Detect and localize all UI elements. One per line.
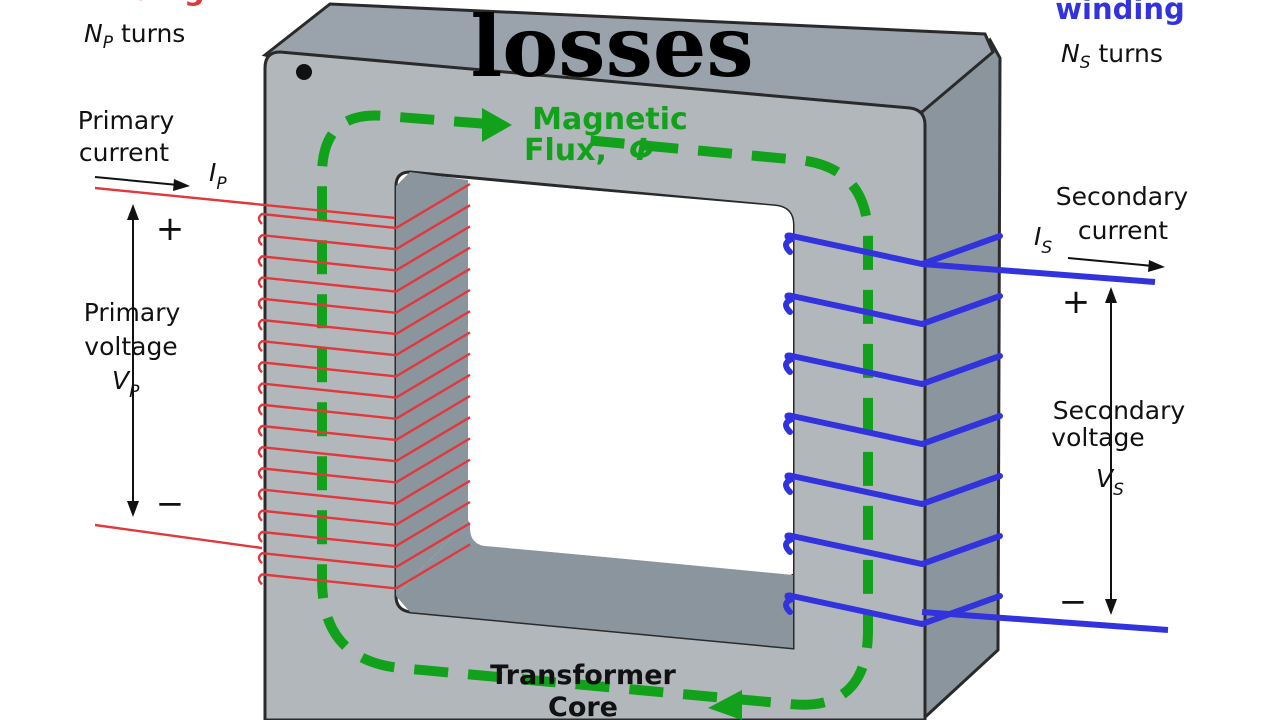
primary-turn — [257, 479, 471, 527]
primary-winding-coil — [257, 182, 471, 590]
secondary-minus-sign: − — [1059, 582, 1088, 622]
primary-voltage-label-line2: voltage — [84, 332, 177, 361]
primary-winding-label: winding — [75, 0, 204, 7]
primary-voltage-symbol: VP — [112, 366, 140, 402]
primary-current-label-line2: current — [79, 138, 169, 167]
secondary-turn — [783, 592, 1003, 628]
primary-turn — [257, 437, 471, 484]
primary-voltage-arrowhead-up — [127, 204, 139, 220]
secondary-turn — [783, 532, 1003, 568]
primary-turn — [257, 225, 471, 272]
secondary-turn — [783, 232, 1003, 268]
secondary-lead-top — [921, 261, 1156, 285]
secondary-plus-sign: + — [1062, 282, 1091, 322]
primary-turn — [257, 416, 471, 463]
secondary-current-label-line1: Secondary — [1056, 182, 1189, 211]
magnetic-flux-label-line2: Flux,Φ — [524, 133, 654, 168]
secondary-turn — [783, 472, 1003, 508]
secondary-lead-bottom — [921, 609, 1169, 633]
transformer-core-label-line1: Transformer — [490, 660, 676, 691]
core-window-left-wall — [396, 172, 468, 596]
secondary-turn — [783, 352, 1003, 388]
magnetic-flux-label-line1: Magnetic — [532, 102, 688, 137]
primary-lead-bottom — [94, 523, 263, 550]
primary-turn — [257, 373, 471, 421]
secondary-voltage-label-line2: voltage — [1051, 423, 1144, 452]
core-window-opening — [470, 180, 793, 574]
secondary-winding-coil — [783, 232, 1003, 628]
primary-turn — [257, 352, 471, 399]
heading-text: losses — [470, 0, 753, 96]
primary-turn — [257, 500, 471, 548]
core-window-bottom-wall — [396, 520, 793, 648]
primary-voltage-label-line1: Primary — [84, 298, 181, 327]
secondary-current-symbol: IS — [1034, 222, 1052, 258]
primary-turn — [257, 310, 471, 357]
secondary-current-label-line2: current — [1078, 216, 1168, 245]
primary-minus-sign: − — [156, 484, 185, 524]
primary-turn — [257, 331, 471, 378]
primary-turn — [257, 267, 471, 315]
primary-plus-sign: + — [156, 209, 185, 249]
flux-arrow-bottom — [708, 690, 742, 720]
primary-voltage-arrowhead-down — [127, 501, 139, 517]
primary-turn — [257, 394, 471, 442]
primary-lead-top — [94, 186, 396, 220]
primary-turn — [257, 522, 471, 569]
secondary-voltage-symbol: VS — [1096, 464, 1124, 500]
primary-current-symbol: IP — [209, 158, 227, 194]
transformer-core-label-line2: Core — [548, 692, 618, 720]
secondary-current-arrowhead — [1148, 260, 1165, 272]
secondary-turn — [783, 292, 1003, 328]
flux-arrow-top — [482, 108, 512, 142]
primary-current-label-line1: Primary — [78, 106, 175, 135]
primary-current-arrow — [94, 176, 179, 186]
secondary-current-arrow — [1067, 257, 1154, 267]
polarity-dot — [296, 64, 312, 80]
magnetic-flux-path — [317, 110, 873, 710]
secondary-voltage-arrowhead-down — [1105, 599, 1117, 615]
secondary-voltage-label-line1: Secondary — [1053, 396, 1186, 425]
primary-turn — [257, 204, 471, 251]
primary-turn — [257, 458, 471, 505]
primary-turn — [257, 246, 471, 293]
primary-current-arrowhead — [173, 179, 190, 191]
secondary-winding-label: winding — [1055, 0, 1184, 26]
primary-turn — [257, 288, 471, 336]
primary-turn — [257, 182, 471, 230]
secondary-voltage-arrowhead-up — [1105, 287, 1117, 303]
primary-turn — [257, 543, 471, 590]
secondary-turn — [783, 412, 1003, 448]
